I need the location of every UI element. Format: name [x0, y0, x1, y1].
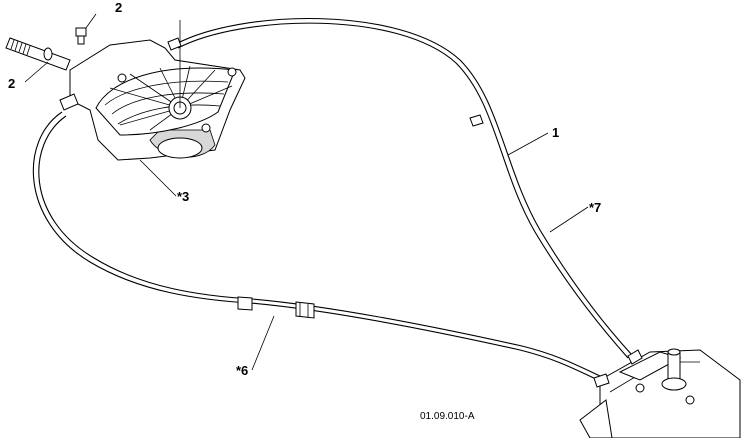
callout-2-top: 2 [115, 0, 122, 15]
cable-1 [175, 18, 633, 359]
figure-code: 01.09.010-A [420, 411, 475, 422]
bracket-assembly [579, 348, 741, 438]
screw-2 [75, 27, 87, 45]
cable-6-sleeves [237, 296, 315, 319]
callout-2-left: 2 [8, 76, 15, 91]
callout-1: 1 [552, 125, 559, 140]
callout-7: *7 [589, 200, 601, 215]
leader-lines [24, 13, 589, 371]
control-assembly [5, 20, 246, 161]
callout-6: *6 [236, 363, 248, 378]
callout-3: *3 [177, 189, 189, 204]
